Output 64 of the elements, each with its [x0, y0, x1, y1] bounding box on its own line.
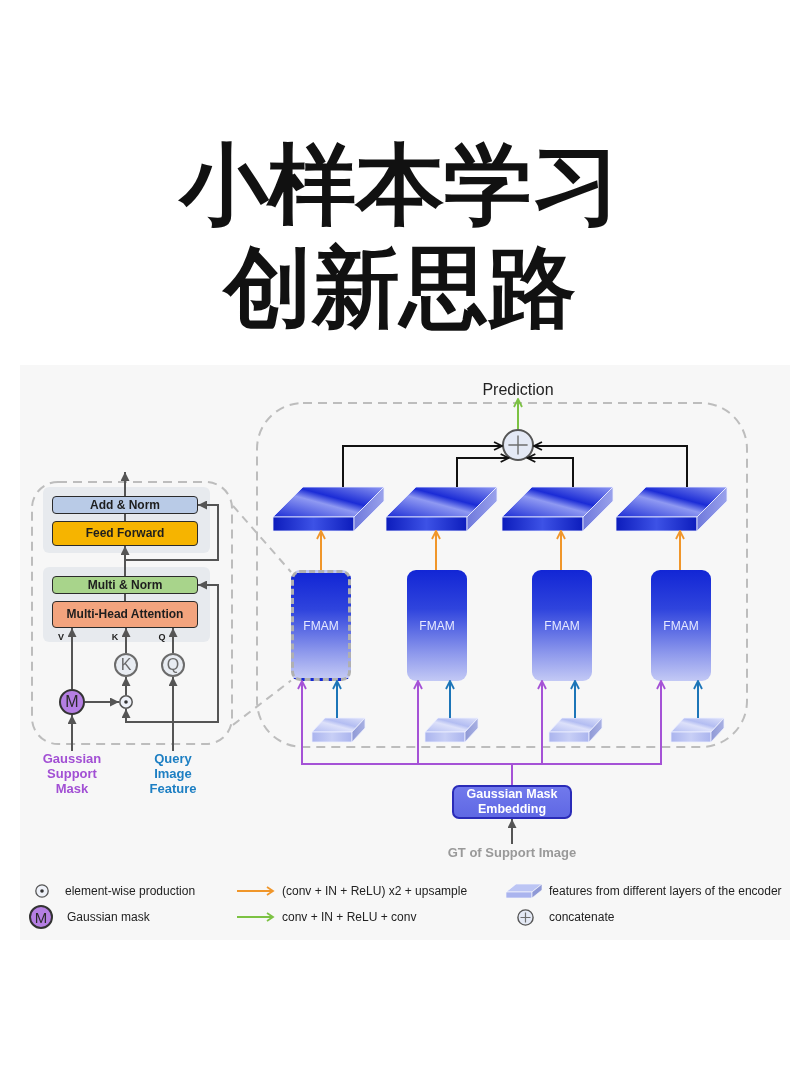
arrow: [172, 580, 219, 752]
legend-label: conv + IN + ReLU + conv: [282, 910, 417, 924]
arrow: [456, 453, 510, 488]
plus-circle-icon: [502, 429, 534, 461]
legend-label: element-wise production: [65, 884, 196, 898]
arrow: [513, 398, 523, 430]
module-block: FMAM: [291, 570, 351, 681]
arrow: [526, 453, 574, 488]
dashed-region: [31, 481, 233, 745]
arrow: [168, 627, 178, 654]
legend-label: features from different layers of the encoder: [549, 884, 782, 898]
arrow: [556, 530, 566, 571]
feature-slab: [386, 487, 497, 531]
arrow: [445, 680, 455, 719]
arrow: [316, 530, 326, 571]
arrow: [332, 680, 342, 719]
process-box: Feed Forward: [52, 521, 198, 546]
connector-line: [124, 513, 126, 522]
arrow: [67, 714, 77, 752]
output-label: Prediction: [480, 380, 556, 399]
legend-label: (conv + IN + ReLU) x2 + upsample: [282, 884, 468, 898]
module-block: FMAM: [651, 570, 711, 681]
arrow: [693, 680, 703, 719]
edge-label: K: [110, 632, 120, 642]
connector-line: [124, 593, 126, 602]
input-label: Gaussian Support Mask: [40, 751, 104, 796]
module-block: FMAM: [532, 570, 592, 681]
small-feature-slab: [671, 718, 724, 742]
edge-label: V: [57, 632, 65, 642]
dashed-line: [232, 679, 292, 726]
process-box: Multi & Norm: [52, 576, 198, 594]
arrow: [570, 680, 580, 719]
arrow: [120, 471, 130, 497]
module-block: FMAM: [407, 570, 467, 681]
legend-label: concatenate: [549, 910, 615, 924]
legend-label: Gaussian mask: [67, 910, 150, 924]
arrow: [675, 530, 685, 571]
arrow: [121, 627, 131, 654]
layer-panel: [43, 567, 210, 642]
title: 小样本学习创新思路: [177, 133, 621, 339]
arrow: [511, 680, 666, 786]
arrow: [342, 441, 504, 488]
small-feature-slab: [549, 718, 602, 742]
small-feature-slab: [312, 718, 365, 742]
dashed-line: [232, 504, 292, 573]
feature-slab: [616, 487, 727, 531]
process-box: Multi-Head Attention: [52, 601, 198, 628]
arrow: [84, 697, 120, 707]
edge-label: Q: [157, 632, 167, 642]
feature-slab: [502, 487, 613, 531]
dot-circle-icon: [119, 695, 133, 709]
process-box: Gaussian Mask Embedding: [452, 785, 572, 819]
arrow: [121, 676, 131, 696]
feature-slab: [273, 487, 384, 531]
input-label: Query Image Feature: [144, 751, 202, 796]
arrow: [67, 627, 77, 690]
arrow: [507, 818, 517, 845]
input-label: GT of Support Image: [445, 844, 579, 861]
dashed-region: [256, 402, 748, 748]
layer-panel: [43, 487, 210, 553]
arrow: [431, 530, 441, 571]
process-box: Add & Norm: [52, 496, 198, 514]
small-feature-slab: [425, 718, 478, 742]
arrow: [532, 441, 688, 488]
